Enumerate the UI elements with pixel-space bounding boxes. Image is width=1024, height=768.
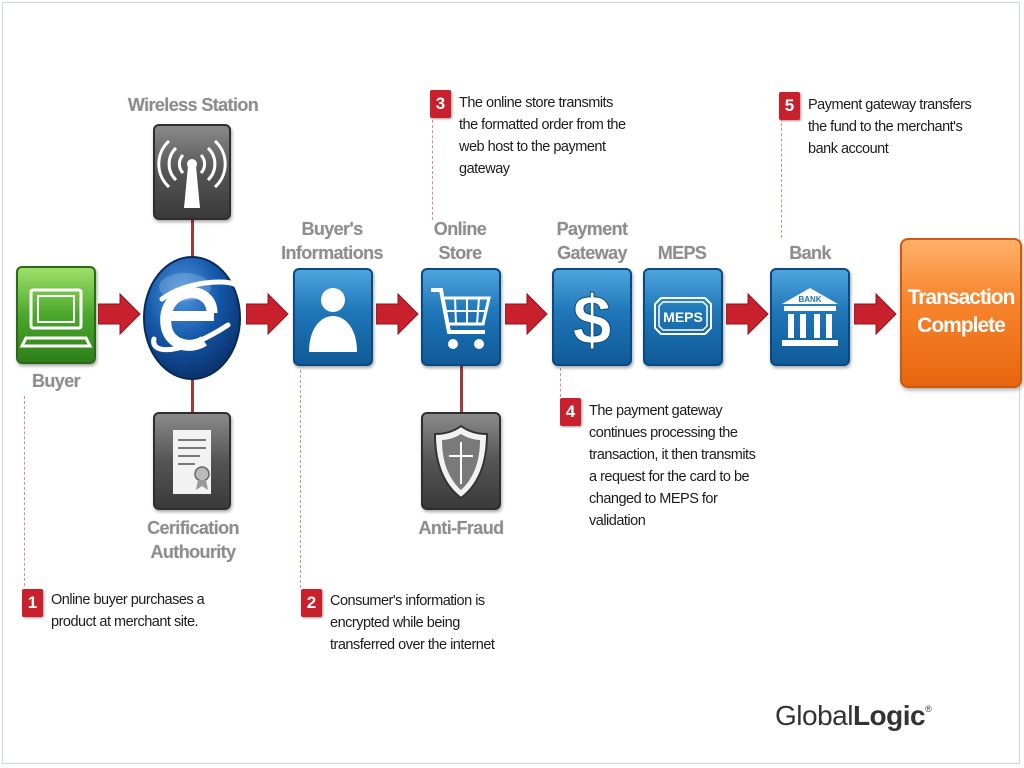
connector-anti-fraud [460,366,463,414]
step-3-line: the formatted order from the [459,117,626,133]
step-3-text: The online store transmits the formatted… [459,92,626,180]
step-1-line: product at merchant site. [51,614,199,630]
transaction-complete-box: Transaction Complete [900,238,1022,388]
dollar-icon: $ [572,281,612,360]
label-bank: Bank [789,243,831,263]
arrow-buyer-info-to-store [376,292,419,336]
leader-step-5 [781,118,782,238]
tile-wireless-station [153,124,231,220]
arrow-internet-to-buyer-info [246,292,289,336]
bank-icon: BANK [782,288,838,346]
step-5-badge: 5 [779,92,800,120]
step-2-line: encrypted while being [330,615,460,631]
globallogic-logo: GlobalLogic® [775,700,932,732]
arrow-bank-to-complete [854,292,897,336]
logo-registered-mark: ® [925,704,932,714]
label-wireless-station: Wireless Station [127,95,259,115]
connector-wireless [191,220,194,260]
leader-step-4 [560,368,561,402]
step-5-line: Payment gateway transfers [808,97,972,113]
shield-icon [433,424,489,500]
step-4-text: The payment gateway continues processing… [589,400,756,532]
step-4-line: changed to MEPS for [589,491,718,507]
logo-part-2: Logic [852,700,926,731]
step-4-line: a request for the card to be [589,469,750,485]
step-1-line: Online buyer purchases a [51,592,205,608]
svg-text:$: $ [573,281,612,359]
step-4-badge: 4 [560,398,581,426]
tile-buyer-informations [293,268,373,366]
label-buyer: Buyer [31,371,81,391]
step-2-line: transferred over the internet [330,637,495,653]
transaction-complete-line-2: Complete [917,314,1006,337]
leader-step-2 [300,370,301,588]
tile-bank: BANK [770,268,850,366]
arrow-meps-to-bank [726,292,769,336]
tile-certification-authority [153,412,231,510]
tile-online-store [421,268,501,366]
leader-step-1 [24,396,25,586]
svg-text:MEPS: MEPS [663,309,703,325]
connector-certification [191,378,194,414]
label-certification-1: Cerification [147,518,239,538]
step-3-line: web host to the payment [459,139,606,155]
antenna-icon [157,139,227,208]
certificate-icon [173,430,211,494]
computer-icon [19,288,93,348]
label-certification-2: Authourity [150,542,237,562]
step-5-line: bank account [808,141,889,157]
tile-buyer [16,266,96,364]
user-icon [309,288,357,352]
label-buyer-info-1: Buyer's [301,219,363,239]
label-gateway-1: Payment [556,219,628,239]
leader-step-3 [432,120,433,220]
arrow-store-to-gateway [505,292,548,336]
step-3-line: The online store transmits [459,95,613,111]
step-2-text: Consumer's information is encrypted whil… [330,590,495,656]
tile-anti-fraud [421,412,501,510]
label-online-store-2: Store [438,243,482,263]
meps-card-icon: MEPS [654,297,712,335]
tile-meps: MEPS [643,268,723,366]
step-4-line: continues processing the [589,425,738,441]
step-3-line: gateway [459,161,510,177]
step-5-line: the fund to the merchant's [808,119,963,135]
label-buyer-info-2: Informations [281,243,383,263]
step-5-text: Payment gateway transfers the fund to th… [808,94,972,160]
label-online-store-1: Online [433,219,487,239]
step-4-line: validation [589,513,646,529]
arrow-buyer-to-internet [98,292,141,336]
label-meps: MEPS [657,243,707,263]
step-1-text: Online buyer purchases a product at merc… [51,589,205,633]
step-2-line: Consumer's information is [330,593,485,609]
label-gateway-2: Gateway [557,243,627,263]
internet-explorer-icon [143,256,241,380]
logo-part-1: Global [775,700,853,731]
step-3-badge: 3 [430,90,451,118]
step-4-line: transaction, it then transmits [589,447,756,463]
step-4-line: The payment gateway [589,403,723,419]
step-1-badge: 1 [22,589,43,617]
transaction-complete-line-1: Transaction [907,286,1016,309]
tile-payment-gateway: $ [552,268,632,366]
label-anti-fraud: Anti-Fraud [418,518,505,538]
shopping-cart-icon [431,288,491,349]
svg-text:BANK: BANK [798,295,821,304]
step-2-badge: 2 [301,589,322,617]
